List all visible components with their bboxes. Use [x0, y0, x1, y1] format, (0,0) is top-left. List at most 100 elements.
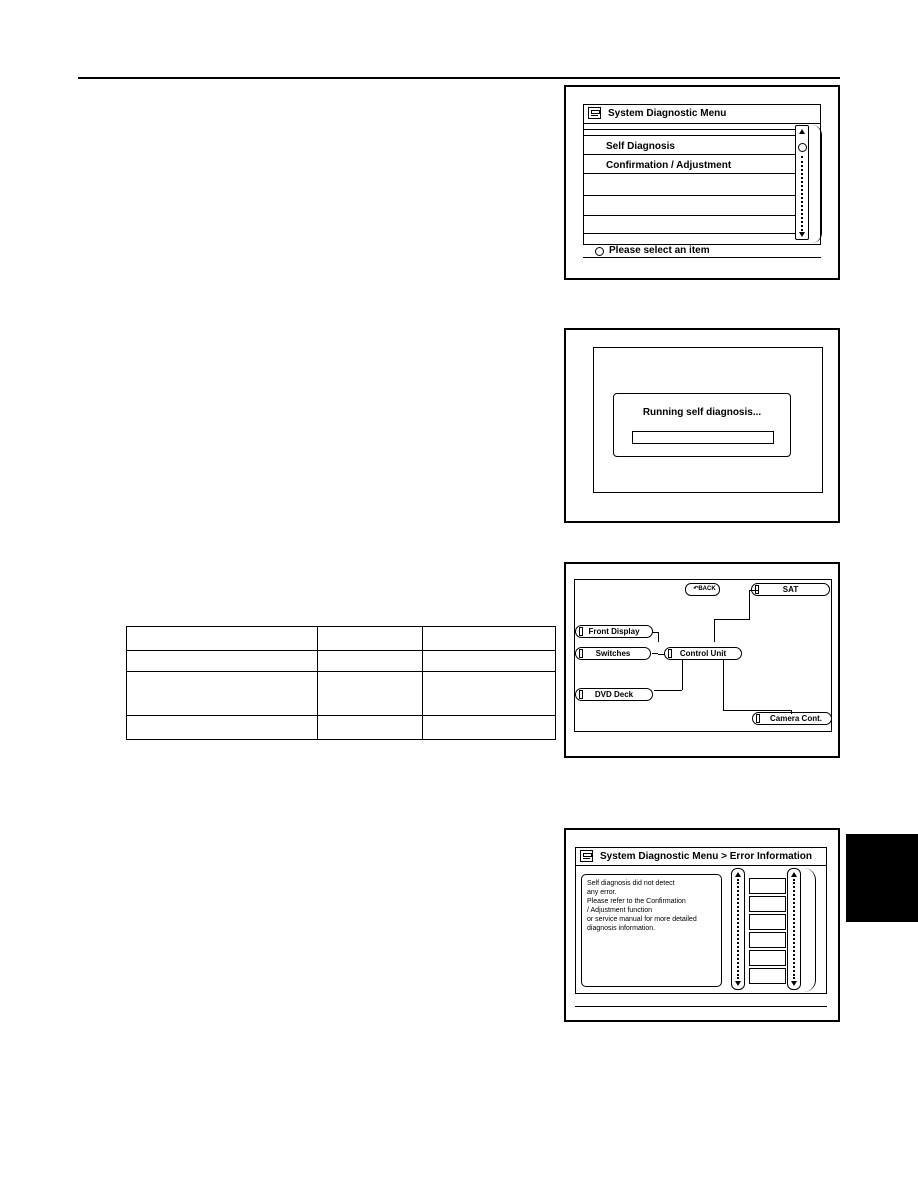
table-cell — [317, 715, 423, 740]
diagram-frame — [574, 579, 832, 732]
table-cell — [126, 650, 318, 672]
node-control-unit-label: Control Unit — [679, 649, 727, 658]
connector-line — [658, 654, 665, 655]
left-scrollbar[interactable] — [731, 868, 745, 990]
node-dvd-deck-label: DVD Deck — [594, 690, 634, 699]
progress-dialog: Running self diagnosis... — [613, 393, 791, 457]
row-divider — [583, 173, 795, 174]
menu-outer-curve — [810, 125, 822, 243]
error-title: System Diagnostic Menu > Error Informati… — [600, 851, 812, 862]
error-message-line: Please refer to the Confirmation — [587, 898, 686, 905]
menu-item-confirmation-adjustment[interactable]: Confirmation / Adjustment — [606, 160, 732, 171]
table-cell — [126, 715, 318, 740]
scroll-up-arrow-icon[interactable] — [799, 129, 805, 134]
scroll-down-arrow-icon[interactable] — [735, 981, 741, 986]
back-label: BACK — [698, 586, 716, 592]
node-marker-icon — [579, 690, 583, 699]
row-divider — [583, 195, 795, 196]
node-camera-cont[interactable]: Camera Cont. — [752, 712, 832, 725]
scroll-down-arrow-icon[interactable] — [791, 981, 797, 986]
blank-table — [126, 626, 556, 740]
row-divider — [583, 154, 795, 155]
row-divider — [583, 233, 795, 234]
menu-title-bar: System Diagnostic Menu — [583, 104, 821, 124]
table-cell — [422, 715, 556, 740]
menu-item-self-diagnosis[interactable]: Self Diagnosis — [606, 141, 675, 152]
row-divider — [583, 129, 795, 130]
selection-circle-icon — [798, 143, 807, 152]
connector-line — [723, 660, 724, 710]
table-cell — [317, 626, 423, 651]
table-cell — [126, 671, 318, 716]
list-slot-button[interactable] — [749, 968, 786, 984]
table-cell — [317, 650, 423, 672]
right-scrollbar[interactable] — [787, 868, 801, 990]
node-marker-icon — [668, 649, 672, 658]
connector-line — [654, 690, 682, 691]
scroll-down-arrow-icon[interactable] — [799, 232, 805, 237]
error-message-line: diagnosis information. — [587, 925, 656, 932]
table-cell — [422, 671, 556, 716]
table-cell — [422, 626, 556, 651]
node-marker-icon — [579, 627, 583, 636]
progress-screen-frame — [593, 347, 823, 493]
list-slot-button[interactable] — [749, 914, 786, 930]
diagram-screen-figure: ↶BACK SAT Front Display Switches Control… — [564, 562, 840, 758]
scroll-up-arrow-icon[interactable] — [735, 872, 741, 877]
error-message-line: / Adjustment function — [587, 907, 652, 914]
list-slot-button[interactable] — [749, 950, 786, 966]
connector-line — [714, 619, 715, 642]
node-marker-icon — [755, 585, 759, 594]
table-cell — [126, 626, 318, 651]
connector-line — [682, 660, 683, 690]
table-row — [126, 671, 556, 716]
connector-line — [652, 632, 658, 633]
dial-icon — [595, 247, 604, 256]
list-slot-button[interactable] — [749, 896, 786, 912]
menu-icon — [588, 107, 601, 119]
list-slot-button[interactable] — [749, 878, 786, 894]
connector-line — [749, 590, 750, 619]
table-cell — [317, 671, 423, 716]
node-camera-cont-label: Camera Cont. — [769, 714, 822, 723]
node-sat-label: SAT — [782, 585, 799, 594]
connector-line — [658, 632, 659, 642]
row-divider — [583, 135, 795, 136]
scroll-dotted-track — [737, 879, 739, 979]
menu-screen-figure: System Diagnostic Menu Self Diagnosis Co… — [564, 85, 840, 280]
node-sat[interactable]: SAT — [751, 583, 830, 596]
error-status-bar — [575, 993, 827, 1007]
error-content-frame — [575, 866, 827, 993]
error-message-line: or service manual for more detailed — [587, 916, 697, 923]
scroll-up-arrow-icon[interactable] — [791, 872, 797, 877]
header-rule — [78, 77, 840, 79]
switches-link-dash — [652, 653, 658, 654]
menu-icon — [580, 850, 593, 862]
table-cell — [422, 650, 556, 672]
error-message-line: Self diagnosis did not detect — [587, 880, 675, 887]
menu-list-frame — [583, 124, 821, 244]
back-button[interactable]: ↶BACK — [685, 583, 720, 596]
scroll-dotted-track — [801, 156, 803, 231]
node-marker-icon — [756, 714, 760, 723]
error-screen-figure: System Diagnostic Menu > Error Informati… — [564, 828, 840, 1022]
node-front-display-label: Front Display — [588, 627, 640, 636]
node-switches[interactable]: Switches — [575, 647, 651, 660]
error-title-bar: System Diagnostic Menu > Error Informati… — [575, 847, 827, 866]
list-slot-button[interactable] — [749, 932, 786, 948]
error-message-line: any error. — [587, 889, 617, 896]
node-dvd-deck[interactable]: DVD Deck — [575, 688, 653, 701]
connector-line — [723, 710, 791, 711]
node-front-display[interactable]: Front Display — [575, 625, 653, 638]
section-tab — [846, 834, 918, 922]
row-divider — [583, 215, 795, 216]
connector-line — [714, 619, 750, 620]
table-row — [126, 650, 556, 672]
progress-bar — [632, 431, 774, 444]
table-row — [126, 626, 556, 651]
menu-scrollbar[interactable] — [795, 125, 809, 240]
error-outer-curve — [802, 868, 816, 992]
menu-status-bar: Please select an item — [583, 244, 821, 258]
progress-screen-figure: Running self diagnosis... — [564, 328, 840, 523]
node-control-unit[interactable]: Control Unit — [664, 647, 742, 660]
